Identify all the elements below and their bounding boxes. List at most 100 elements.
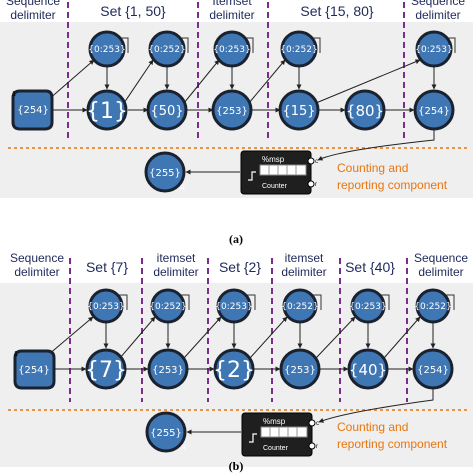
header-b-2: itemset [157,251,196,265]
bottom-state-a-5[interactable]: {80} [344,89,386,131]
bottom-state-a-0-label: {254} [17,105,49,116]
bottom-state-b-4[interactable]: {253} [279,348,321,390]
counter-b[interactable]: %msp Counter c r [241,412,319,457]
report-state-a-label: {255} [149,168,181,179]
edge-to-counter-b [318,388,434,423]
component-label-a-2: reporting component [337,178,448,192]
bottom-state-b-2[interactable]: {253} [147,348,189,390]
header-b-3: Set {2} [219,259,261,275]
top-state-b-4-label: {0:253} [349,302,386,312]
report-marker-a: R [180,185,185,192]
counter-a-port-top [307,157,315,165]
caption-b: (b) [229,459,244,473]
counter-a[interactable]: %msp Counter c r [240,150,318,195]
bottom-state-b-0[interactable]: {254} 1 [13,349,56,390]
top-state-a-4-label: {0:253} [415,45,452,55]
bottom-state-a-3[interactable]: {253} [211,89,253,131]
top-state-a-0-label: {0:253} [88,45,125,55]
component-label-b-2: reporting component [337,437,448,451]
bottom-state-b-1-label: {7} [85,358,127,383]
edge-to-counter-a [317,129,435,161]
bottom-state-b-6-label: {254} [417,365,449,376]
start-marker-a: 1 [12,91,16,98]
top-state-a-0[interactable]: {0:253} [88,30,129,68]
top-state-b-3[interactable]: {0:252} [281,288,322,324]
bottom-state-a-0[interactable]: {254} 1 [11,89,54,131]
counter-a-port-bottom-label: r [315,182,317,188]
bottom-state-b-6[interactable]: {254} [412,348,454,390]
bottom-state-a-6[interactable]: {254} [413,89,455,131]
header-a-2b: delimiter [209,8,254,22]
panel-a: Sequence delimiter Set {1, 50} Itemset d… [0,0,473,246]
top-state-b-0[interactable]: {0:253} [87,288,128,324]
top-state-b-5[interactable]: {0:252} [414,288,455,324]
counter-b-port-top-label: c [316,421,319,427]
top-state-a-2[interactable]: {0:253} [213,30,254,68]
counter-b-port-top [308,419,316,427]
header-b-0b: delimiter [14,265,59,279]
start-marker-b: 1 [14,351,18,358]
header-b-2b: delimiter [153,265,198,279]
header-b-5: Set {40} [345,259,395,275]
bottom-state-a-1-label: {1} [86,99,128,124]
bottom-state-a-1[interactable]: {1} [86,89,128,131]
report-marker-b: R [181,445,186,452]
header-a-2: Itemset [212,0,252,8]
top-state-b-2[interactable]: {0:253} [215,288,256,324]
top-state-b-3-label: {0:252} [281,302,318,312]
counter-a-port-bottom [307,180,315,188]
bottom-state-b-1[interactable]: {7} [85,348,127,390]
report-state-b[interactable]: {255} R [145,411,187,453]
bottom-state-a-2[interactable]: {50} [146,89,188,131]
header-a-0: Sequence [6,0,60,8]
panel-b: Sequence delimiter Set {7} itemset delim… [0,251,473,473]
top-state-a-1[interactable]: {0:252} [148,30,189,68]
header-a-4b: delimiter [415,8,460,22]
counter-a-step-icon [248,171,256,181]
top-state-b-5-label: {0:252} [414,302,451,312]
header-b-6b: delimiter [418,265,463,279]
top-state-a-2-label: {0:253} [213,45,250,55]
header-b-4: itemset [285,251,324,265]
header-b-4b: delimiter [281,265,326,279]
top-state-a-3[interactable]: {0:252} [280,30,321,68]
bottom-state-a-3-label: {253} [216,106,248,117]
bottom-state-b-5[interactable]: {40} [347,348,389,390]
bottom-state-b-3-label: {2} [213,358,255,383]
top-state-a-4[interactable]: {0:253} [415,30,456,68]
report-state-b-label: {255} [150,428,182,439]
bottom-state-a-4-label: {15} [282,104,315,119]
header-a-3: Set {15, 80} [300,3,374,19]
bottom-state-a-5-label: {80} [346,102,384,120]
header-a-0b: delimiter [10,8,55,22]
counter-b-title: %msp [263,417,286,426]
counter-a-display [259,164,307,176]
counter-b-port-bottom [308,442,316,450]
bottom-state-b-2-label: {253} [152,365,184,376]
edges-a [47,59,437,113]
counter-b-label: Counter [263,445,289,452]
counter-b-display [260,426,308,438]
header-b-0: Sequence [10,251,64,265]
component-label-b: Counting and [337,420,408,434]
top-state-b-1-label: {0:252} [149,302,186,312]
bottom-state-a-6-label: {254} [418,106,450,117]
header-a-4: Sequence [411,0,465,8]
counter-a-title: %msp [262,155,285,164]
header-b-1: Set {7} [86,259,128,275]
bottom-state-b-4-label: {253} [284,365,316,376]
report-state-a[interactable]: {255} R [144,151,186,193]
top-state-b-1[interactable]: {0:252} [149,288,190,324]
top-state-b-2-label: {0:253} [215,302,252,312]
counter-b-port-bottom-label: r [316,444,318,450]
bottom-state-a-4[interactable]: {15} [278,89,320,131]
bottom-state-b-3[interactable]: {2} [213,348,255,390]
counter-b-step-icon [249,433,257,443]
bottom-state-a-2-label: {50} [150,104,183,119]
counter-a-port-top-label: c [315,159,318,165]
header-a-1: Set {1, 50} [100,3,166,19]
bottom-state-b-0-label: {254} [18,365,50,376]
top-state-b-4[interactable]: {0:253} [349,288,390,324]
caption-a: (a) [229,232,243,246]
